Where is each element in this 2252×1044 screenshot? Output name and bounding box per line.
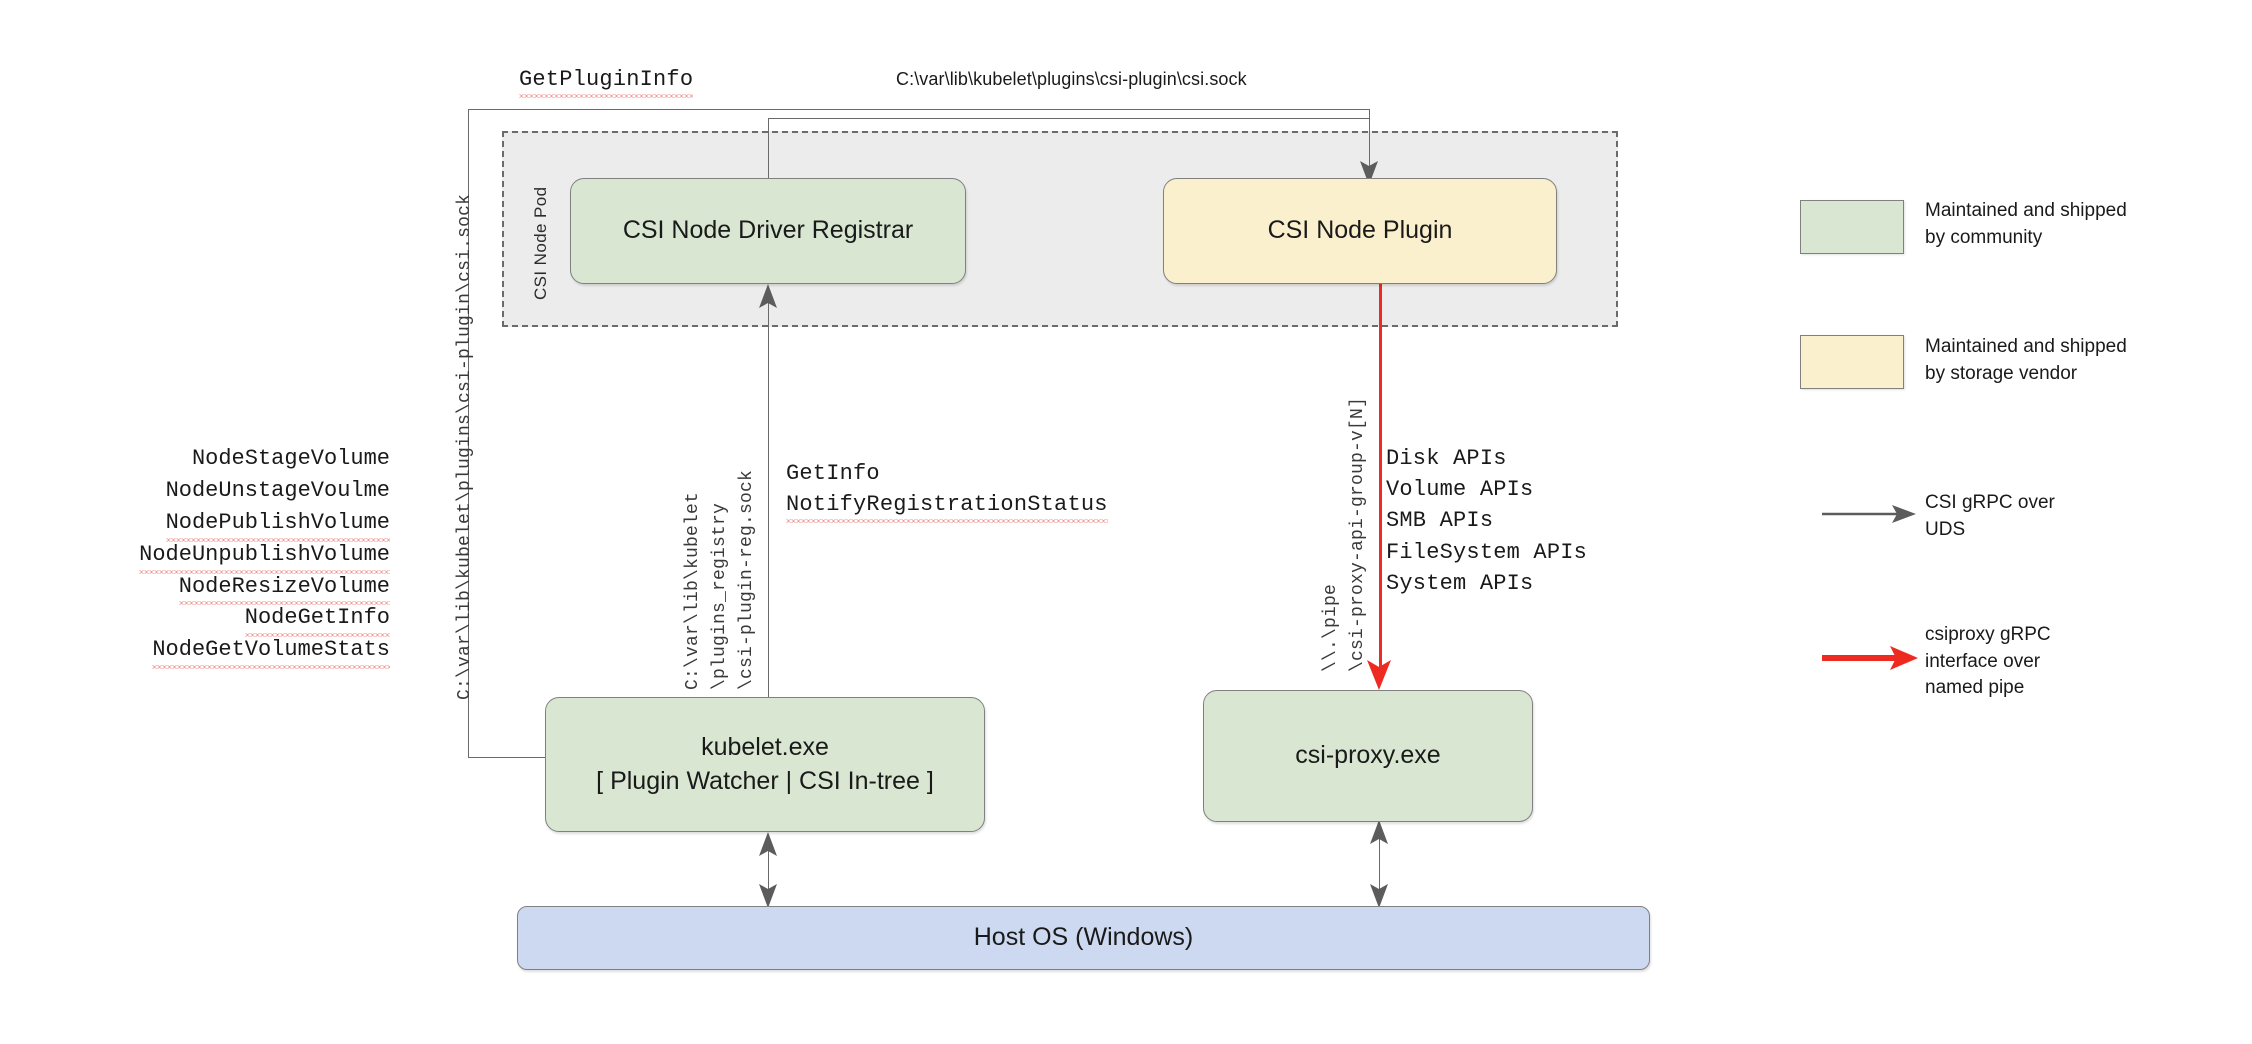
node-label: csi-proxy.exe — [1295, 741, 1441, 770]
connector-getplugininfo-horizontal-bottom — [468, 757, 548, 758]
node-rpc-item: NodeResizeVolume — [80, 571, 391, 606]
node-csi-proxy-exe[interactable]: csi-proxy.exe — [1203, 690, 1533, 822]
csi-proxy-api-item: SMB APIs — [1386, 508, 1494, 534]
node-rpc-item: NodeStageVolume — [80, 443, 390, 475]
node-label: CSI Node Driver Registrar — [622, 216, 914, 245]
csi-proxy-api-item: Volume APIs — [1386, 477, 1534, 503]
node-rpc-item: NodePublishVolume — [80, 507, 391, 542]
connector-registrar-up-vertical — [768, 118, 769, 182]
node-csi-node-plugin[interactable]: CSI Node Plugin — [1163, 178, 1557, 284]
csi-node-pod-label: CSI Node Pod — [531, 186, 550, 300]
node-csi-node-driver-registrar[interactable]: CSI Node Driver Registrar — [570, 178, 966, 284]
label-notify-registration-status: NotifyRegistrationStatus — [786, 489, 1108, 524]
node-rpc-label: NodeUnpublishVolume — [139, 539, 390, 574]
label-get-plugin-info: GetPluginInfo — [519, 64, 694, 99]
node-rpc-label: NodeUnstageVoulme — [165, 477, 390, 503]
legend-swatch-storage-vendor — [1800, 335, 1904, 389]
kubelet-line-2: [ Plugin Watcher | CSI In-tree ] — [596, 766, 934, 795]
node-host-os[interactable]: Host OS (Windows) — [517, 906, 1650, 970]
label-get-info: GetInfo — [786, 461, 880, 486]
node-kubelet-exe[interactable]: kubelet.exe [ Plugin Watcher | CSI In-tr… — [545, 697, 985, 832]
legend-swatch-community — [1800, 200, 1904, 254]
connector-getplugininfo-vertical-left — [468, 109, 469, 758]
notify-registration-status-text: NotifyRegistrationStatus — [786, 489, 1108, 524]
node-rpc-item: NodeUnpublishVolume — [80, 539, 390, 574]
node-rpc-label: NodeStageVolume — [191, 446, 390, 471]
legend-text-csi-grpc-uds: CSI gRPC over UDS — [1925, 492, 2055, 540]
connector-getplugininfo-horizontal-top — [468, 109, 1370, 110]
legend-text-storage-vendor: Maintained and shipped by storage vendor — [1925, 336, 2127, 384]
node-rpc-item: NodeUnstageVoulme — [80, 475, 390, 507]
csi-proxy-api-item: System APIs — [1386, 570, 1534, 596]
connector-kubelet-to-registrar — [768, 293, 769, 702]
node-rpc-item: NodeGetVolumeStats — [80, 634, 390, 670]
csi-proxy-api-item: FileSystem APIs — [1386, 539, 1588, 565]
label-csi-sock-path-vertical: C:\var\lib\kubelet\plugins\csi-plugin\cs… — [455, 193, 475, 700]
node-label: CSI Node Plugin — [1267, 216, 1453, 245]
node-rpc-item: NodeGetInfo — [80, 602, 391, 638]
legend-text-community: Maintained and shipped by community — [1925, 200, 2127, 248]
node-rpc-label: NodePublishVolume — [165, 507, 391, 542]
connector-csi-proxy-to-host-os — [1379, 828, 1380, 900]
connector-registrar-up-horizontal — [768, 118, 1370, 119]
node-rpc-label: NodeGetInfo — [244, 602, 391, 638]
csi-proxy-api-item: Disk APIs — [1386, 446, 1507, 471]
connector-to-node-plugin-vertical — [1369, 109, 1370, 171]
node-rpc-label: NodeResizeVolume — [178, 571, 391, 606]
get-plugin-info-text: GetPluginInfo — [519, 64, 694, 99]
connector-node-plugin-to-csi-proxy — [1379, 284, 1382, 680]
label-csi-sock-path-top: C:\var\lib\kubelet\plugins\csi-plugin\cs… — [896, 69, 1247, 89]
connector-kubelet-to-host-os — [768, 840, 769, 900]
node-label: Host OS (Windows) — [973, 923, 1194, 952]
label-plugins-registry-path-vertical: C:\var\lib\kubelet \plugins_registry \cs… — [683, 469, 757, 690]
kubelet-line-1: kubelet.exe — [701, 732, 829, 761]
node-rpc-label: NodeGetVolumeStats — [152, 634, 390, 670]
label-named-pipe-path-vertical: \\.\pipe \csi-proxy-api-group-v[N] — [1321, 396, 1368, 672]
legend-text-csiproxy-grpc-named-pipe: csiproxy gRPC interface over named pipe — [1925, 624, 2051, 699]
